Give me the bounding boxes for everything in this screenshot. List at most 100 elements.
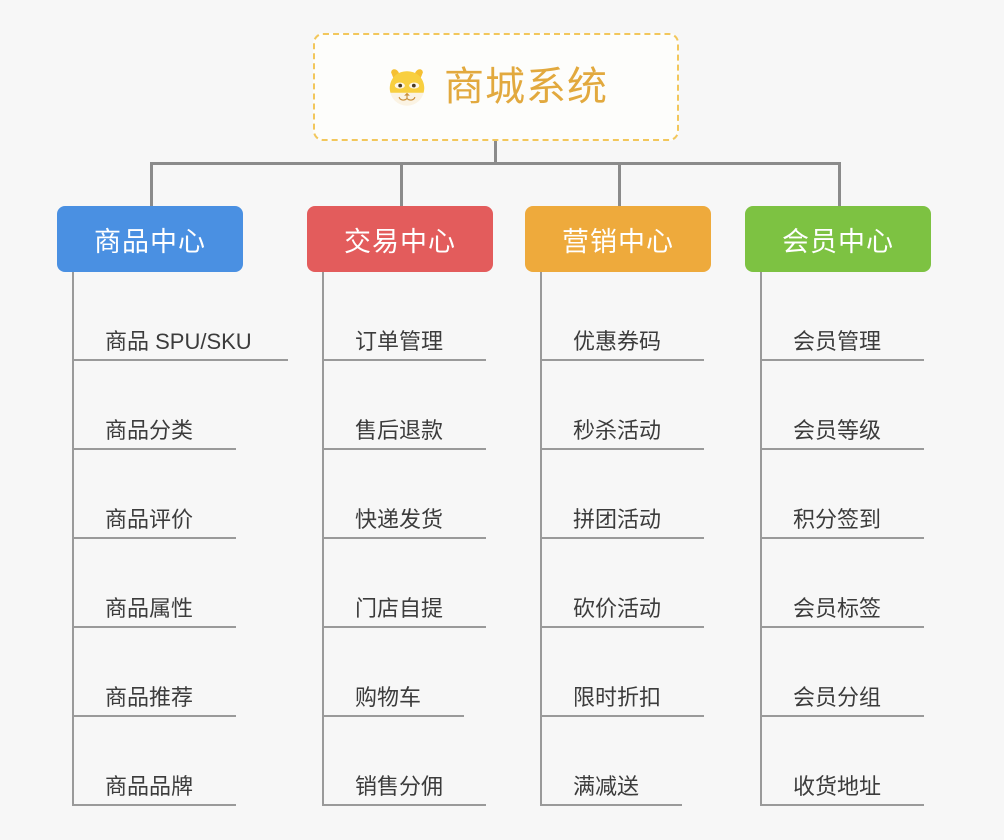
leaf-underline bbox=[540, 448, 704, 450]
category-label: 营销中心 bbox=[562, 226, 674, 257]
leaf-label: 砍价活动 bbox=[573, 595, 662, 621]
leaf-underline bbox=[760, 715, 924, 717]
leaf-label: 拼团活动 bbox=[573, 506, 662, 532]
leaf-label: 会员等级 bbox=[793, 417, 882, 443]
leaf-item[interactable]: 收货地址 bbox=[760, 717, 931, 806]
leaf-item[interactable]: 售后退款 bbox=[322, 361, 493, 450]
leaf-underline bbox=[72, 804, 236, 806]
connector-horizontal-bus bbox=[150, 162, 841, 165]
leaf-label: 满减送 bbox=[573, 773, 640, 799]
leaf-underline bbox=[760, 804, 924, 806]
leaf-list-1: 订单管理售后退款快递发货门店自提购物车销售分佣 bbox=[322, 272, 493, 806]
branch-column-1: 交易中心订单管理售后退款快递发货门店自提购物车销售分佣 bbox=[307, 206, 493, 806]
connector-root-stem bbox=[494, 141, 497, 165]
leaf-underline bbox=[72, 537, 236, 539]
leaf-underline bbox=[322, 626, 486, 628]
branch-column-3: 会员中心会员管理会员等级积分签到会员标签会员分组收货地址 bbox=[745, 206, 931, 806]
leaf-item[interactable]: 门店自提 bbox=[322, 539, 493, 628]
leaf-label: 会员分组 bbox=[793, 684, 882, 710]
leaf-underline bbox=[540, 715, 704, 717]
leaf-underline bbox=[760, 448, 924, 450]
connector-drop-3 bbox=[618, 162, 621, 206]
branch-column-2: 营销中心优惠券码秒杀活动拼团活动砍价活动限时折扣满减送 bbox=[525, 206, 711, 806]
leaf-item[interactable]: 订单管理 bbox=[322, 272, 493, 361]
leaf-label: 销售分佣 bbox=[355, 773, 444, 799]
branch-spine-1 bbox=[322, 272, 324, 806]
leaf-label: 门店自提 bbox=[355, 595, 444, 621]
leaf-label: 快递发货 bbox=[355, 506, 444, 532]
leaf-label: 会员标签 bbox=[793, 595, 882, 621]
branch-spine-3 bbox=[760, 272, 762, 806]
connector-drop-4 bbox=[838, 162, 841, 206]
leaf-label: 积分签到 bbox=[793, 506, 882, 532]
leaf-label: 商品评价 bbox=[105, 506, 194, 532]
leaf-item[interactable]: 会员等级 bbox=[760, 361, 931, 450]
leaf-label: 商品属性 bbox=[105, 595, 194, 621]
dog-face-icon bbox=[389, 69, 425, 106]
branch-spine-2 bbox=[540, 272, 542, 806]
connector-drop-1 bbox=[150, 162, 153, 206]
category-label: 商品中心 bbox=[94, 226, 206, 257]
leaf-list-2: 优惠券码秒杀活动拼团活动砍价活动限时折扣满减送 bbox=[540, 272, 711, 806]
leaf-underline bbox=[540, 359, 704, 361]
leaf-label: 商品 SPU/SKU bbox=[105, 328, 252, 354]
leaf-label: 商品推荐 bbox=[105, 684, 194, 710]
leaf-label: 会员管理 bbox=[793, 328, 882, 354]
leaf-underline bbox=[322, 537, 486, 539]
leaf-underline bbox=[322, 715, 464, 717]
leaf-item[interactable]: 会员管理 bbox=[760, 272, 931, 361]
leaf-item[interactable]: 限时折扣 bbox=[540, 628, 711, 717]
leaf-underline bbox=[760, 537, 924, 539]
leaf-label: 收货地址 bbox=[793, 773, 882, 799]
leaf-label: 优惠券码 bbox=[573, 328, 662, 354]
leaf-item[interactable]: 会员标签 bbox=[760, 539, 931, 628]
leaf-underline bbox=[540, 626, 704, 628]
leaf-item[interactable]: 快递发货 bbox=[322, 450, 493, 539]
leaf-underline bbox=[322, 804, 486, 806]
category-box-0[interactable]: 商品中心 bbox=[57, 206, 243, 272]
leaf-item[interactable]: 销售分佣 bbox=[322, 717, 493, 806]
leaf-item[interactable]: 秒杀活动 bbox=[540, 361, 711, 450]
leaf-label: 商品分类 bbox=[105, 417, 194, 443]
leaf-item[interactable]: 商品品牌 bbox=[72, 717, 252, 806]
leaf-item[interactable]: 积分签到 bbox=[760, 450, 931, 539]
leaf-item[interactable]: 商品属性 bbox=[72, 539, 252, 628]
leaf-label: 售后退款 bbox=[355, 417, 444, 443]
leaf-item[interactable]: 砍价活动 bbox=[540, 539, 711, 628]
leaf-label: 订单管理 bbox=[355, 328, 444, 354]
leaf-item[interactable]: 商品评价 bbox=[72, 450, 252, 539]
leaf-item[interactable]: 优惠券码 bbox=[540, 272, 711, 361]
leaf-underline bbox=[760, 626, 924, 628]
leaf-label: 秒杀活动 bbox=[573, 417, 662, 443]
connector-drop-2 bbox=[400, 162, 403, 206]
leaf-item[interactable]: 满减送 bbox=[540, 717, 711, 806]
root-node[interactable]: 商城系统 bbox=[313, 33, 679, 141]
leaf-item[interactable]: 会员分组 bbox=[760, 628, 931, 717]
leaf-item[interactable]: 商品分类 bbox=[72, 361, 252, 450]
leaf-underline bbox=[322, 448, 486, 450]
branch-column-0: 商品中心商品 SPU/SKU 商品分类商品评价商品属性商品推荐商品品牌 bbox=[57, 206, 288, 806]
category-label: 交易中心 bbox=[344, 226, 456, 257]
category-box-3[interactable]: 会员中心 bbox=[745, 206, 931, 272]
leaf-underline bbox=[540, 537, 704, 539]
category-box-1[interactable]: 交易中心 bbox=[307, 206, 493, 272]
leaf-item[interactable]: 购物车 bbox=[322, 628, 493, 717]
leaf-label: 商品品牌 bbox=[105, 773, 194, 799]
category-label: 会员中心 bbox=[782, 226, 894, 257]
leaf-underline bbox=[72, 359, 288, 361]
leaf-list-0: 商品 SPU/SKU 商品分类商品评价商品属性商品推荐商品品牌 bbox=[72, 272, 288, 806]
leaf-label: 购物车 bbox=[355, 684, 422, 710]
leaf-item[interactable]: 拼团活动 bbox=[540, 450, 711, 539]
category-box-2[interactable]: 营销中心 bbox=[525, 206, 711, 272]
branch-spine-0 bbox=[72, 272, 74, 806]
leaf-underline bbox=[72, 448, 236, 450]
leaf-underline bbox=[322, 359, 486, 361]
leaf-list-3: 会员管理会员等级积分签到会员标签会员分组收货地址 bbox=[760, 272, 931, 806]
leaf-item[interactable]: 商品 SPU/SKU bbox=[72, 272, 288, 361]
root-title: 商城系统 bbox=[444, 65, 608, 109]
leaf-underline bbox=[760, 359, 924, 361]
leaf-underline bbox=[72, 626, 236, 628]
leaf-underline bbox=[72, 715, 236, 717]
leaf-item[interactable]: 商品推荐 bbox=[72, 628, 252, 717]
